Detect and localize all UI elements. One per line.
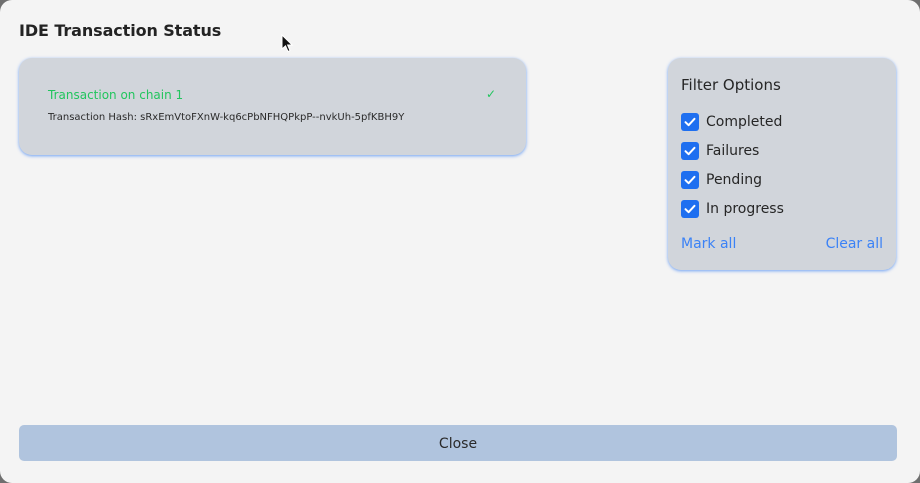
- filter-option-completed[interactable]: Completed: [681, 112, 782, 132]
- filter-option-in-progress[interactable]: In progress: [681, 199, 784, 219]
- filter-option-failures[interactable]: Failures: [681, 141, 759, 161]
- in-progress-checkbox[interactable]: [681, 200, 699, 218]
- transaction-title: Transaction on chain 1: [48, 88, 184, 102]
- check-icon: ✓: [485, 87, 496, 101]
- mouse-cursor-icon: [281, 34, 294, 53]
- checkmark-icon: [684, 146, 696, 156]
- filter-label: In progress: [706, 201, 784, 217]
- close-button[interactable]: Close: [19, 425, 897, 461]
- checkmark-icon: [684, 175, 696, 185]
- checkmark-icon: [684, 117, 696, 127]
- filter-label: Failures: [706, 143, 760, 159]
- filter-options-panel: Filter Options Completed Failures Pendin…: [668, 58, 896, 270]
- pending-checkbox[interactable]: [681, 171, 699, 189]
- dialog-title: IDE Transaction Status: [19, 21, 222, 40]
- checkmark-icon: [684, 204, 696, 214]
- completed-checkbox[interactable]: [681, 113, 699, 131]
- clear-all-link[interactable]: Clear all: [825, 236, 883, 252]
- filter-label: Completed: [706, 114, 783, 130]
- failures-checkbox[interactable]: [681, 142, 699, 160]
- filter-option-pending[interactable]: Pending: [681, 170, 762, 190]
- transaction-hash: Transaction Hash: sRxEmVtoFXnW-kq6cPbNFH…: [48, 112, 405, 123]
- transaction-card: Transaction on chain 1 ✓ Transaction Has…: [19, 58, 526, 155]
- mark-all-link[interactable]: Mark all: [681, 236, 737, 252]
- filter-title: Filter Options: [681, 76, 781, 94]
- filter-label: Pending: [706, 172, 762, 188]
